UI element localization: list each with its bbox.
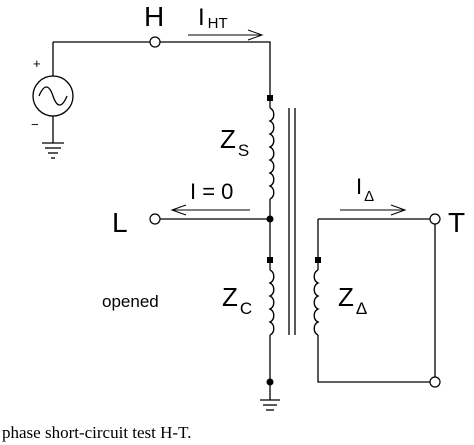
source-plus-sign: +	[33, 56, 41, 71]
polarity-dot-zc	[267, 257, 273, 263]
terminal-l-node	[149, 213, 161, 225]
terminal-t-node	[429, 213, 441, 225]
junction-node-bottom	[266, 378, 274, 386]
current-ht-arrow	[188, 29, 264, 41]
current-zero-label: I = 0	[190, 179, 233, 204]
source-minus-sign: −	[31, 117, 39, 132]
terminal-l-label: L	[112, 207, 128, 238]
source-ground-icon	[42, 142, 64, 159]
terminal-h-node	[149, 36, 161, 48]
winding-zs-coil	[268, 107, 275, 200]
winding-zdelta-coil	[313, 269, 320, 336]
polarity-dot-zdelta	[315, 257, 321, 263]
current-zero-arrow	[170, 204, 250, 216]
ac-source: + −	[31, 41, 150, 143]
winding-zc-coil	[268, 269, 275, 336]
opened-label: opened	[102, 292, 159, 311]
transformer-core	[288, 108, 296, 335]
sine-wave-icon	[38, 86, 68, 106]
figure-caption: phase short-circuit test H-T.	[2, 423, 191, 442]
terminal-t-return-node	[429, 376, 441, 388]
current-delta-arrow	[340, 204, 407, 216]
terminal-h-label: H	[144, 1, 164, 32]
terminal-t-label: T	[448, 207, 465, 238]
transformer-ground-icon	[260, 399, 280, 411]
